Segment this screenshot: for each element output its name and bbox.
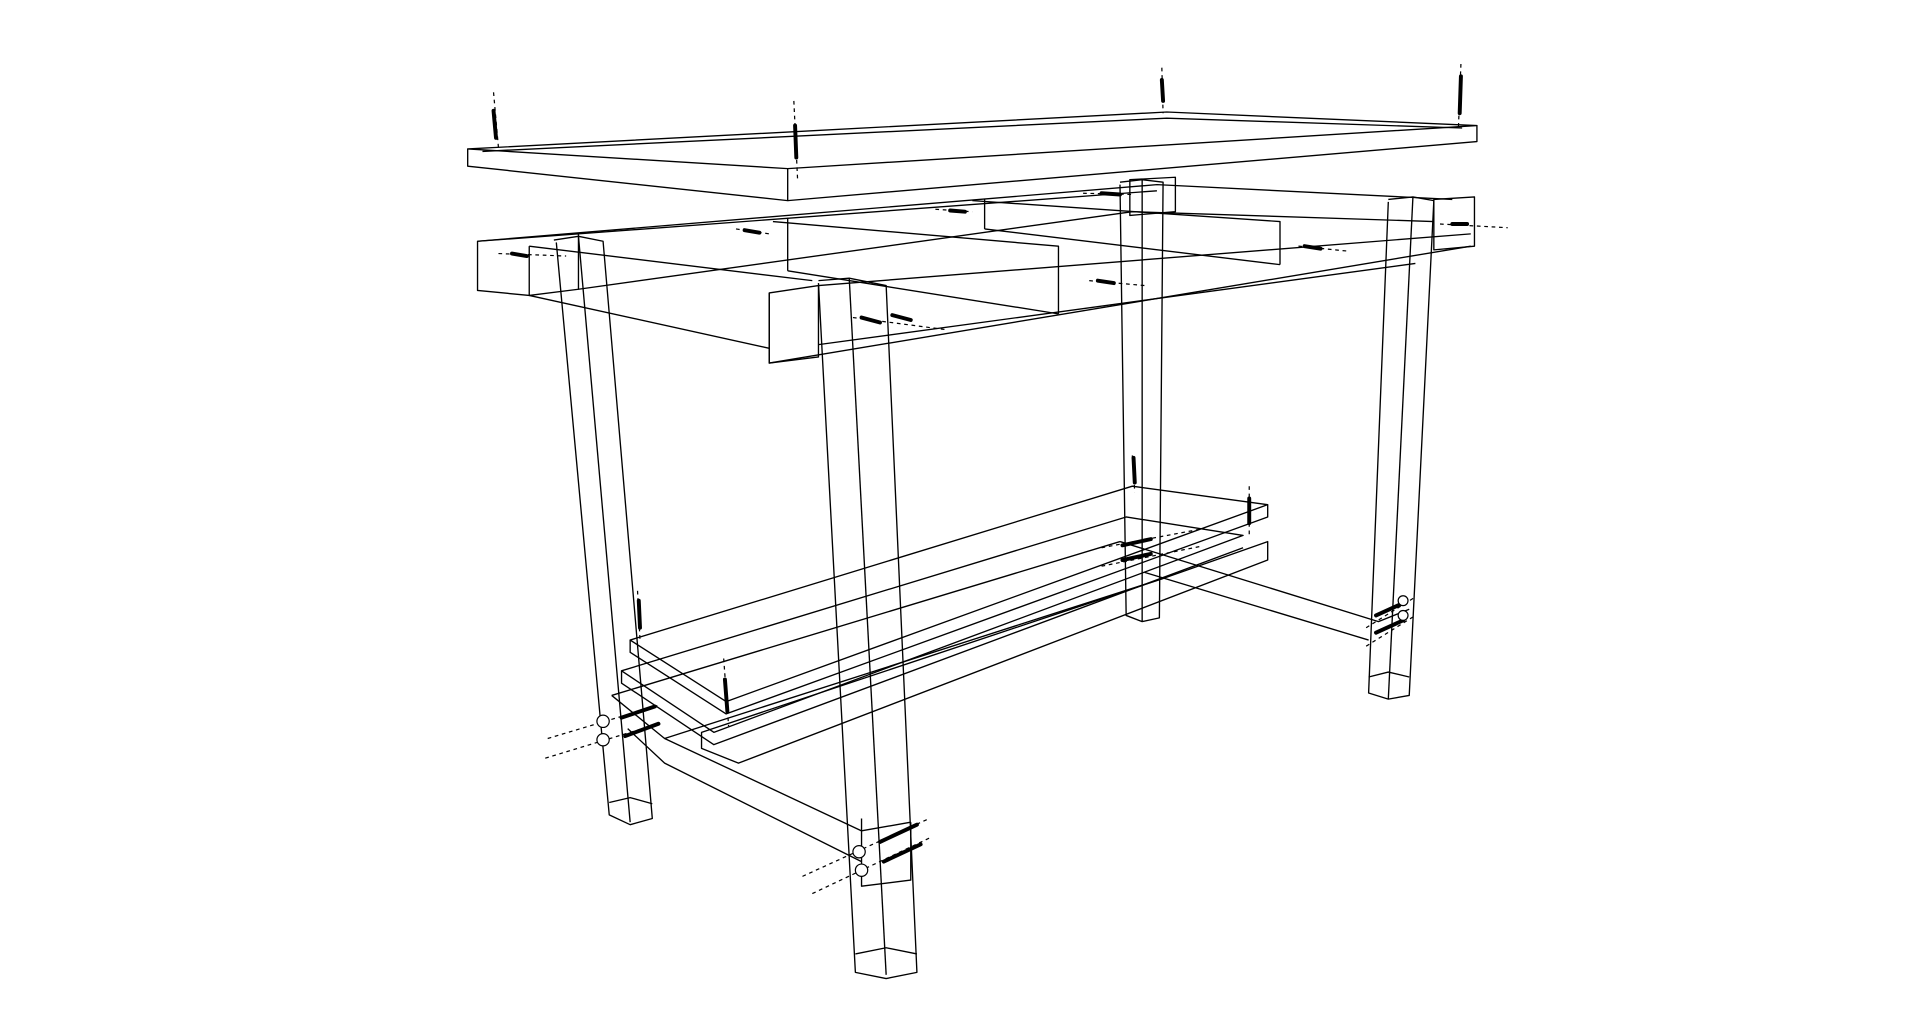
tabletop xyxy=(467,111,1478,202)
leg-front-left xyxy=(817,277,918,980)
shelf-boards xyxy=(620,485,1269,764)
fasteners xyxy=(491,63,1508,895)
lower-stretchers xyxy=(611,540,1410,887)
leg-front-right xyxy=(1367,196,1435,700)
leg-back-left xyxy=(553,235,653,826)
apron-frame xyxy=(476,176,1476,364)
